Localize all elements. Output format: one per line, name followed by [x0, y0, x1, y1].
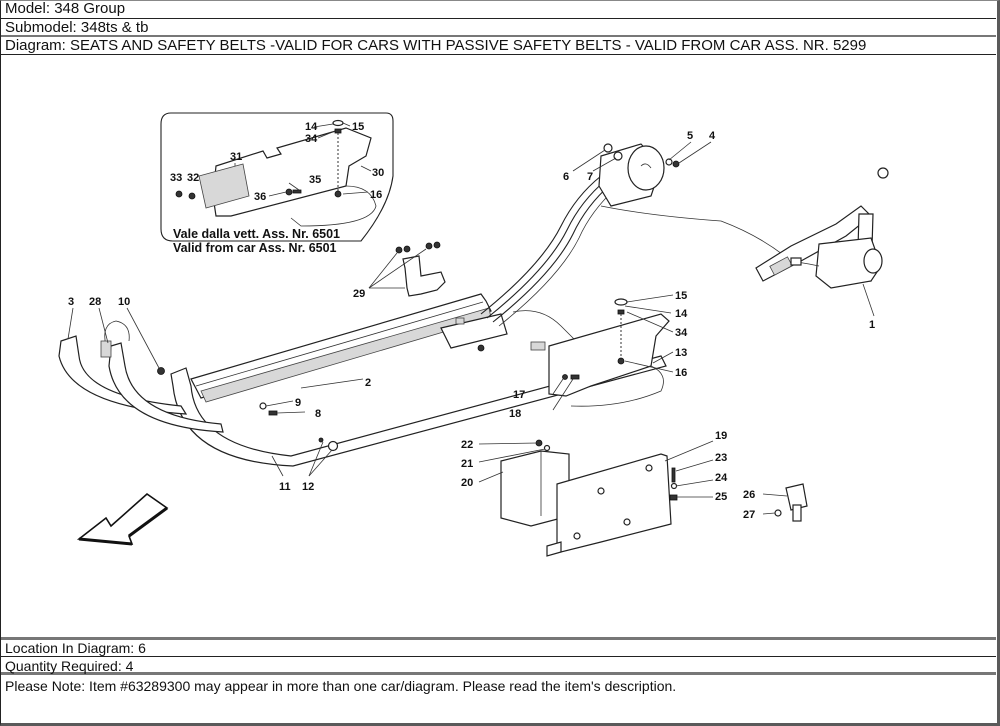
callout-14-inset: 14 — [305, 121, 318, 133]
callout-13: 13 — [675, 347, 687, 359]
callout-22: 22 — [461, 439, 473, 451]
callout-35: 35 — [309, 174, 321, 186]
side-trim-13: 15 14 34 13 16 17 18 — [509, 290, 688, 420]
callout-23: 23 — [715, 452, 727, 464]
trim-cable — [290, 185, 377, 227]
callout-15: 15 — [675, 290, 687, 302]
callout-6: 6 — [563, 171, 569, 183]
part-35-screw — [292, 189, 302, 194]
diagram-title: Diagram: SEATS AND SAFETY BELTS -VALID F… — [1, 37, 996, 55]
callout-36: 36 — [254, 191, 266, 203]
quantity-required: Quantity Required: 4 — [1, 657, 996, 675]
belt-motor-assembly: 6 7 5 4 — [480, 130, 792, 351]
callout-3: 3 — [68, 296, 74, 308]
part-33-nut — [175, 190, 183, 198]
part-34-nut — [334, 128, 342, 134]
callout-4: 4 — [709, 130, 716, 142]
inset-note-italian: Vale dalla vett. Ass. Nr. 6501 — [173, 227, 340, 241]
callout-29: 29 — [353, 288, 365, 300]
callout-31: 31 — [230, 151, 242, 163]
callout-33: 33 — [170, 172, 182, 184]
callout-17: 17 — [513, 389, 525, 401]
callout-10: 10 — [118, 296, 130, 308]
motor-drum — [627, 145, 665, 191]
callout-15-inset: 15 — [352, 121, 364, 133]
callout-8: 8 — [315, 408, 321, 420]
model-label: Model: 348 Group — [1, 0, 996, 19]
callout-27: 27 — [743, 509, 755, 521]
callout-1: 1 — [869, 319, 875, 331]
callout-26: 26 — [743, 489, 755, 501]
seat-belt-retractor-1: 1 — [755, 167, 889, 331]
callout-34: 34 — [675, 327, 688, 339]
part-36-washer — [285, 188, 293, 196]
inset-note-english: Valid from car Ass. Nr. 6501 — [173, 241, 337, 255]
trim-end-cap — [198, 163, 250, 209]
callout-32: 32 — [187, 172, 199, 184]
callout-34-inset: 34 — [305, 133, 318, 145]
side-trim-panel — [212, 127, 372, 217]
retractor-body — [815, 237, 882, 289]
part-32-nut — [188, 192, 196, 200]
callout-2: 2 — [365, 377, 371, 389]
callout-7: 7 — [587, 171, 593, 183]
callout-18: 18 — [509, 408, 521, 420]
location-in-diagram: Location In Diagram: 6 — [1, 640, 996, 657]
callout-14: 14 — [675, 308, 688, 320]
callout-25: 25 — [715, 491, 727, 503]
callout-16: 16 — [675, 367, 687, 379]
callout-30: 30 — [372, 167, 384, 179]
belt-cable — [600, 205, 792, 262]
relay-26: 26 27 — [743, 483, 808, 522]
callout-28: 28 — [89, 296, 101, 308]
callout-11: 11 — [279, 481, 291, 493]
callout-16-inset: 16 — [370, 189, 382, 201]
inset-detail: 14 15 34 31 30 33 32 35 36 16 Vale dalla… — [160, 112, 394, 255]
callout-5: 5 — [687, 130, 693, 142]
submodel-label: Submodel: 348ts & tb — [1, 19, 996, 37]
callout-9: 9 — [295, 397, 301, 409]
cable-bundle — [480, 175, 602, 315]
runner-3 — [58, 335, 188, 415]
control-unit-assembly: 22 21 20 19 23 24 25 — [461, 430, 728, 557]
parts-diagram: 14 15 34 31 30 33 32 35 36 16 Vale dalla… — [1, 56, 996, 640]
callout-24: 24 — [715, 472, 728, 484]
callout-21: 21 — [461, 458, 473, 470]
part-15-clip — [332, 119, 344, 127]
seat-base: 3 28 10 2 9 8 11 12 — [58, 293, 667, 493]
callout-12: 12 — [302, 481, 314, 493]
bracket-assembly-29: 29 — [353, 241, 446, 300]
callout-19: 19 — [715, 430, 727, 442]
item-note: Please Note: Item #63289300 may appear i… — [5, 678, 677, 694]
callout-20: 20 — [461, 477, 473, 489]
parts-diagram-svg: 14 15 34 31 30 33 32 35 36 16 Vale dalla… — [58, 112, 889, 557]
inset-border — [160, 112, 394, 242]
part-16-nut — [334, 190, 342, 198]
runner-28 — [108, 342, 224, 433]
